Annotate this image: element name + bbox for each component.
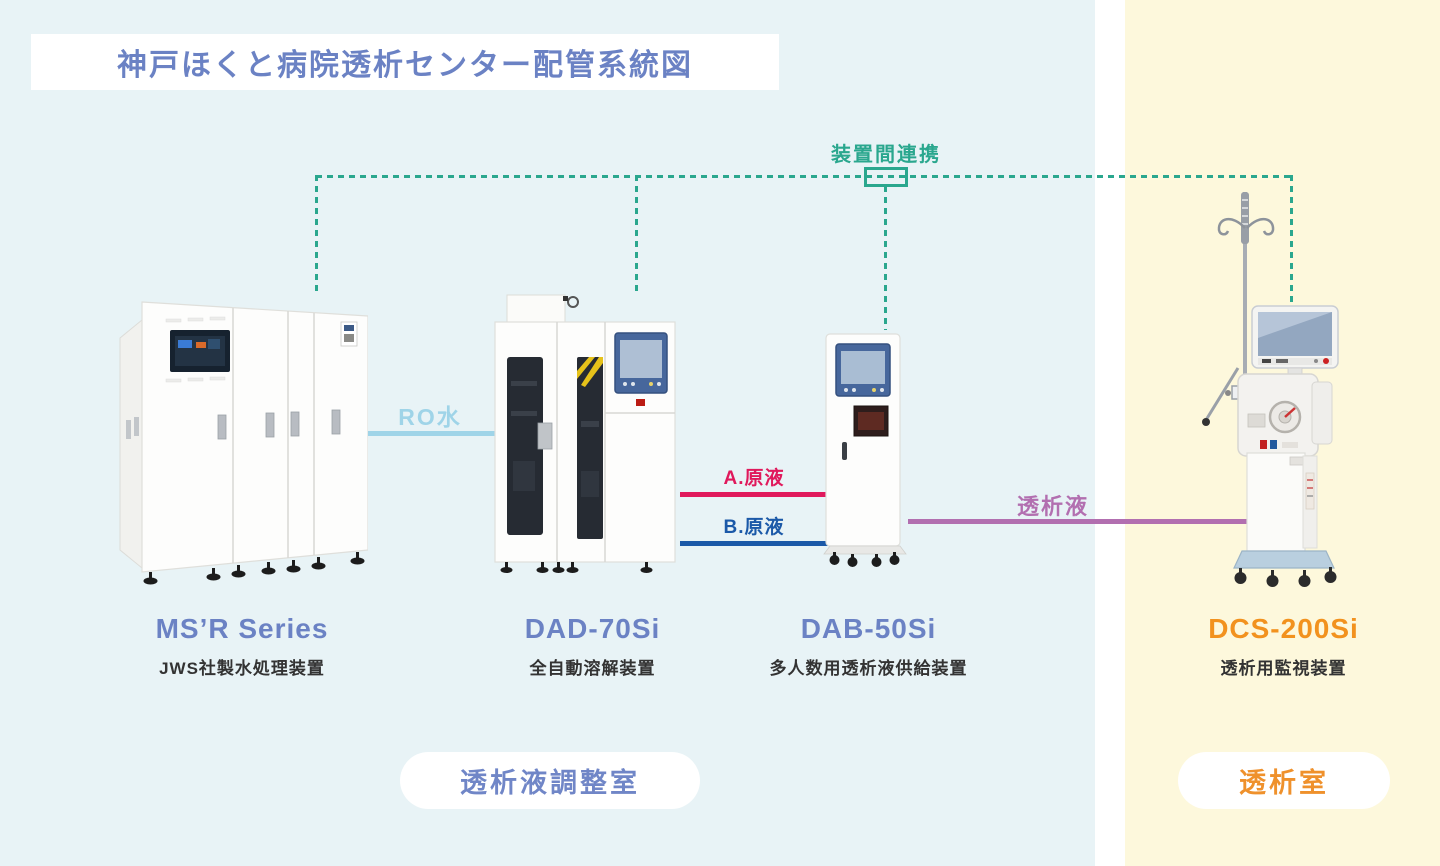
solution-b-label: B.原液 <box>723 517 785 538</box>
zone-divider <box>1095 0 1125 866</box>
msr-feet <box>143 552 365 585</box>
room-pill-dialysis: 透析室 <box>1178 752 1390 809</box>
caption-dcs: DCS-200Si 透析用監視装置 <box>1161 613 1406 679</box>
solution-a-line <box>680 492 828 497</box>
page-title: 神戸ほくと病院透析センター配管系統図 <box>117 49 693 82</box>
room-pill-dialysate-preparation: 透析液調整室 <box>400 752 700 809</box>
dcs-base <box>1233 550 1335 569</box>
dialysate-line <box>908 519 1248 524</box>
dialysate-label: 透析液 <box>1016 494 1089 519</box>
dab-machine-illustration <box>823 333 907 567</box>
device-link-drop-dad <box>635 175 638 291</box>
title-box: 神戸ほくと病院透析センター配管系統図 <box>31 34 779 90</box>
dcs-machine-illustration <box>1202 192 1339 587</box>
device-link-label: 装置間連携 <box>831 144 941 166</box>
dad-name: DAD-70Si <box>524 613 661 644</box>
dad-machine-illustration <box>494 294 676 573</box>
dad-description: 全自動溶解装置 <box>529 659 656 678</box>
device-link-drop-dab <box>884 186 887 330</box>
dab-name: DAB-50Si <box>800 613 937 644</box>
caption-dad: DAD-70Si 全自動溶解装置 <box>470 613 715 679</box>
dcs-description: 透析用監視装置 <box>1220 659 1347 678</box>
device-link-line-horizontal <box>316 175 1292 178</box>
caption-dab: DAB-50Si 多人数用透析液供給装置 <box>746 613 991 679</box>
dab-casters <box>829 552 900 567</box>
dcs-cabinet <box>1246 452 1306 552</box>
dad-middle-window <box>577 357 603 539</box>
solution-a-label: A.原液 <box>723 468 785 489</box>
dab-description: 多人数用透析液供給装置 <box>769 659 968 678</box>
msr-description: JWS社製水処理装置 <box>159 659 325 678</box>
ro-water-line <box>366 431 495 436</box>
msr-machine-illustration <box>119 301 368 585</box>
caption-msr: MS’R Series JWS社製水処理装置 <box>113 613 371 679</box>
dcs-name: DCS-200Si <box>1208 613 1359 644</box>
dcs-iv-pole <box>1243 192 1247 454</box>
device-link-drop-msr <box>315 175 318 292</box>
solution-b-line <box>680 541 828 546</box>
room-label-dialysate-preparation: 透析液調整室 <box>460 768 640 798</box>
dcs-casters <box>1234 567 1337 587</box>
room-label-dialysis: 透析室 <box>1239 768 1329 798</box>
msr-name: MS’R Series <box>155 613 329 644</box>
dad-feet <box>500 562 653 573</box>
device-link-drop-dcs <box>1290 175 1293 306</box>
device-link-junction-box <box>864 167 908 187</box>
ro-water-label: RO水 <box>398 404 462 430</box>
